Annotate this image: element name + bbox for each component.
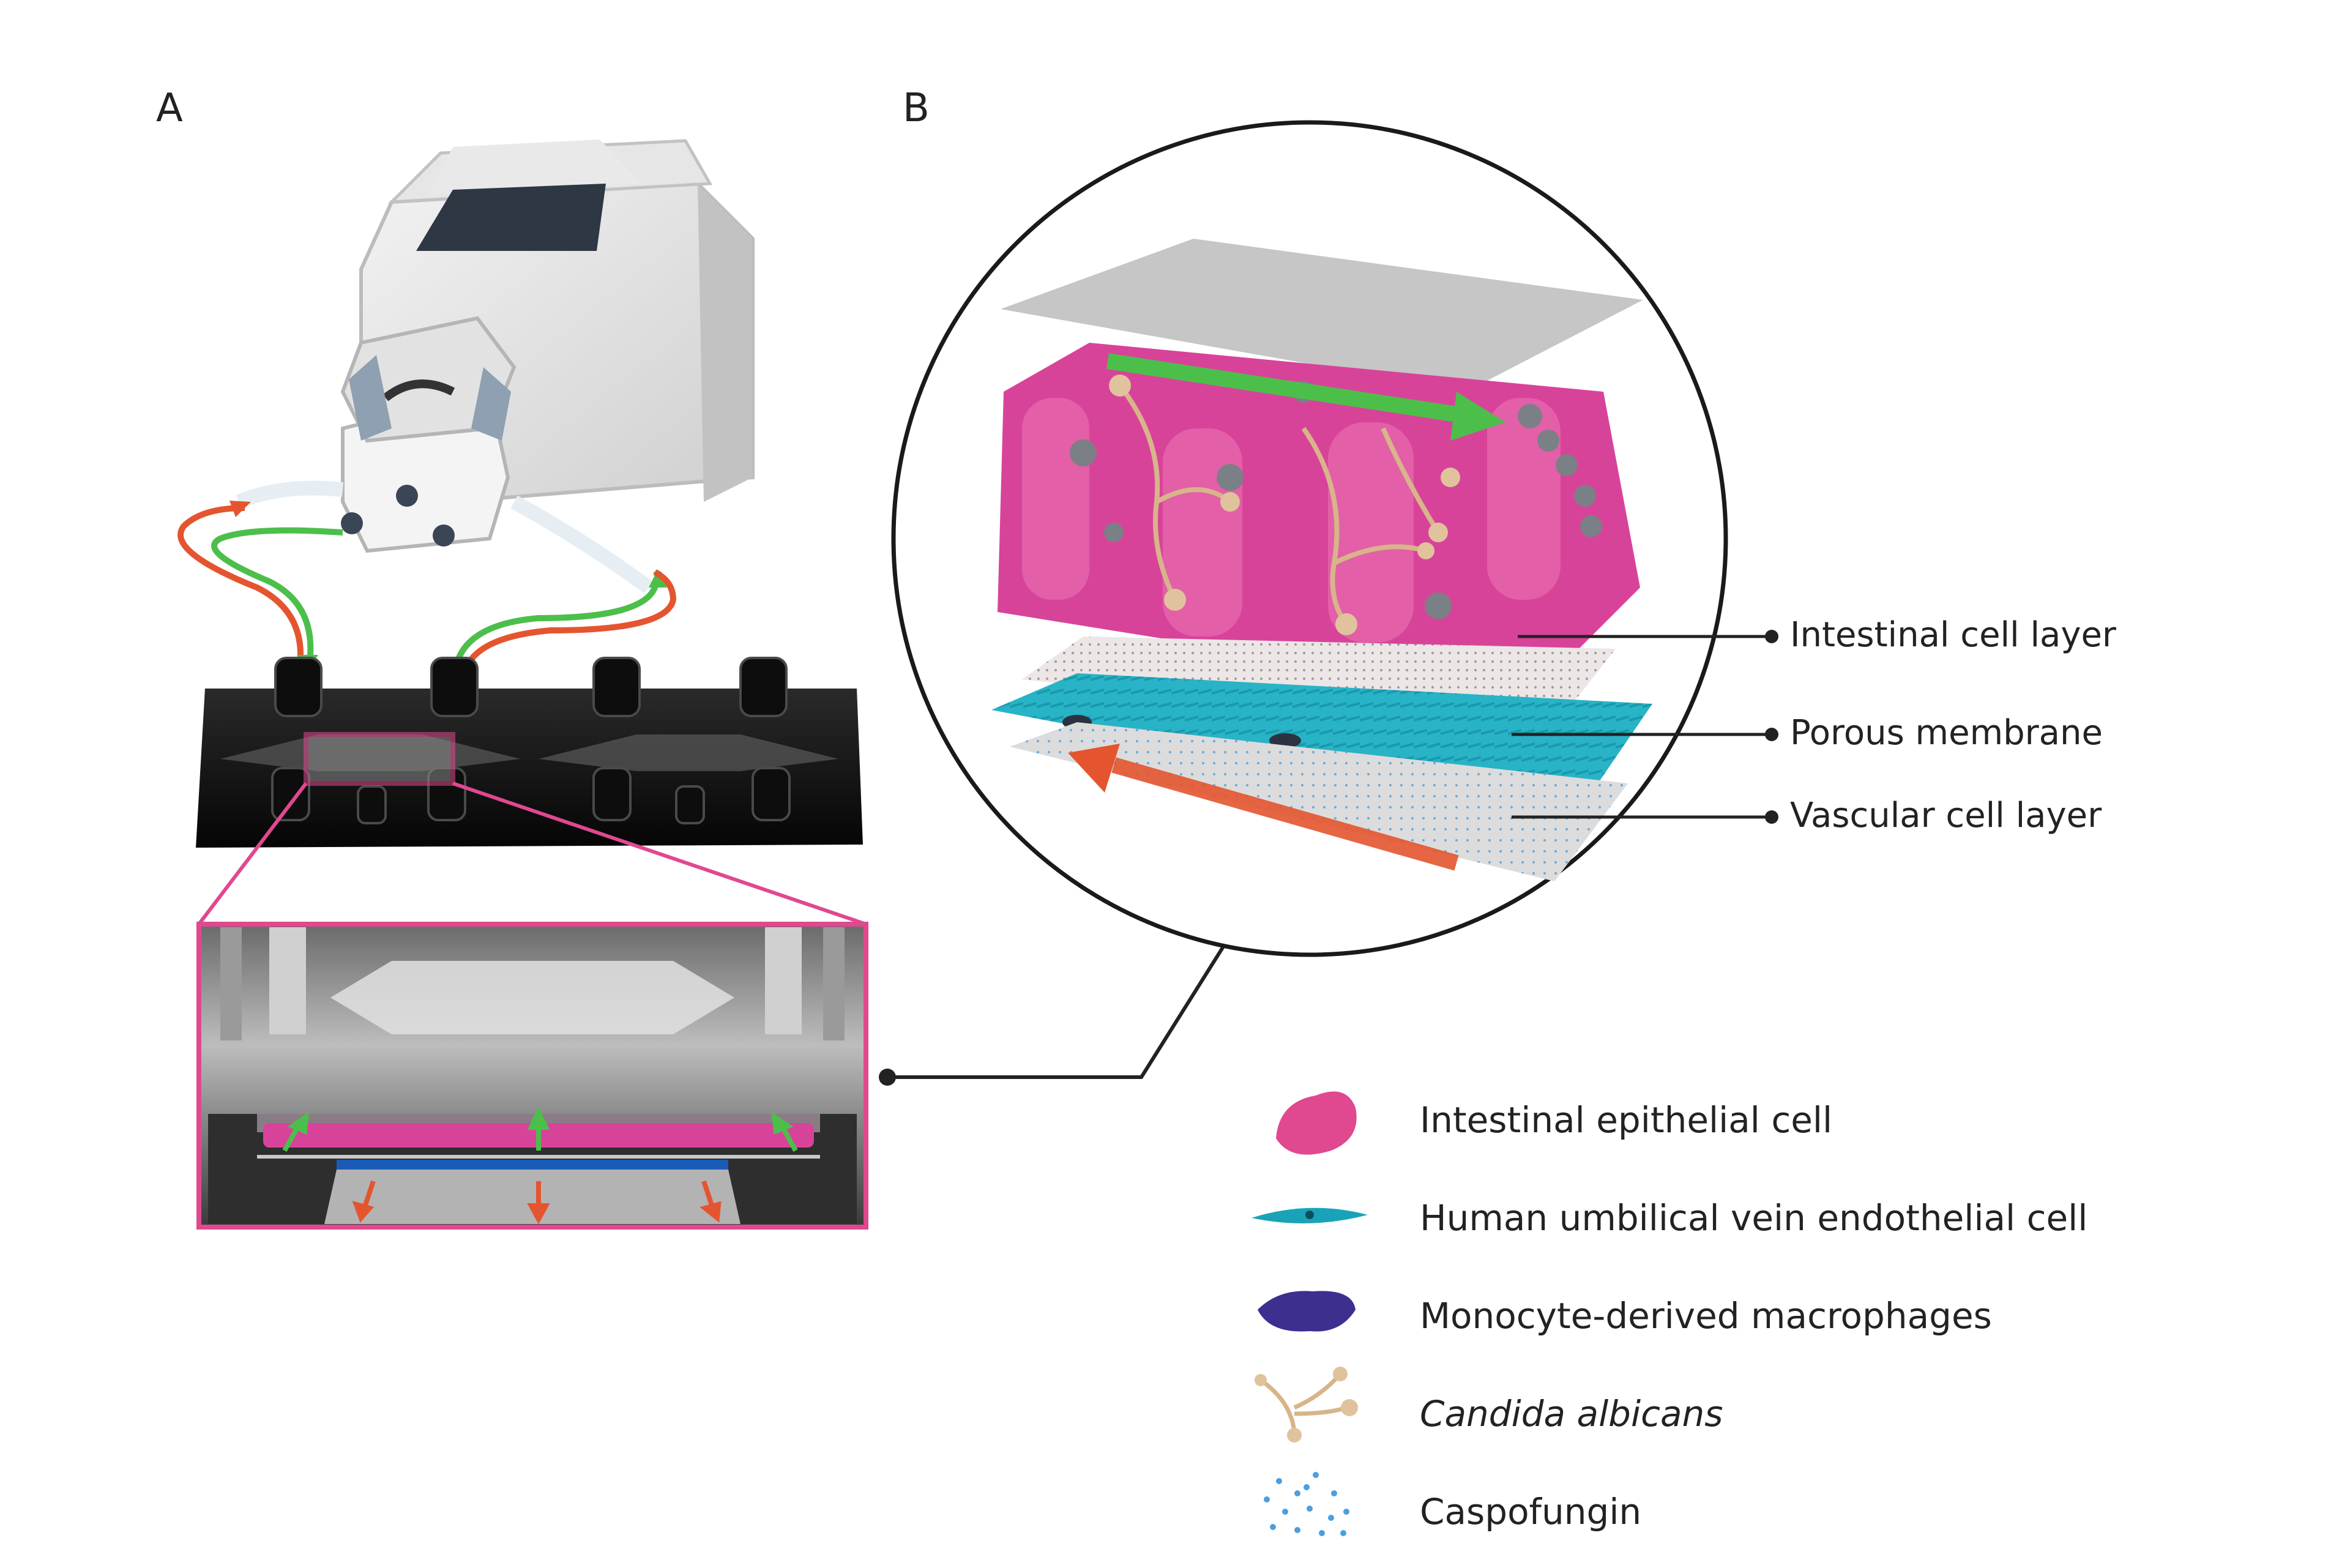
legend-item-macrophage: Monocyte-derived macrophages xyxy=(1248,1279,1992,1353)
inset-connector xyxy=(879,944,1226,1086)
legend-label: Caspofungin xyxy=(1420,1491,1642,1533)
legend-label: Monocyte-derived macrophages xyxy=(1420,1295,1992,1337)
caspofungin-icon xyxy=(1264,1472,1349,1536)
legend-label: Human umbilical vein endothelial cell xyxy=(1420,1197,2088,1239)
callout-intestinal-cell-layer: Intestinal cell layer xyxy=(1790,615,2116,655)
apical-flow-arrow xyxy=(1106,353,1505,441)
basal-flow-arrow xyxy=(1068,744,1459,871)
channel-inset xyxy=(196,922,868,1230)
peristaltic-pump xyxy=(236,139,755,594)
legend-item-endothelial: Human umbilical vein endothelial cell xyxy=(1248,1181,2087,1255)
candida-icon xyxy=(1255,1367,1358,1443)
legend-item-epithelial: Intestinal epithelial cell xyxy=(1248,1083,1832,1157)
endothelial-cell-icon xyxy=(1251,1208,1368,1223)
legend-item-candida: Candida albicans xyxy=(1248,1377,1723,1450)
panel-a-label: A xyxy=(156,86,183,131)
callout-porous-membrane: Porous membrane xyxy=(1790,713,2103,753)
pump-screen xyxy=(416,184,606,251)
callout-lines xyxy=(1512,635,1772,819)
panel-b-label: B xyxy=(903,86,930,131)
legend-label: Candida albicans xyxy=(1420,1393,1723,1435)
callout-dots xyxy=(1765,630,1778,824)
callout-vascular-cell-layer: Vascular cell layer xyxy=(1790,796,2102,835)
microfluidic-chip xyxy=(196,657,867,926)
legend-item-caspofungin: Caspofungin xyxy=(1248,1475,1641,1548)
legend-label: Intestinal epithelial cell xyxy=(1420,1099,1833,1141)
macrophage-icon xyxy=(1258,1291,1356,1332)
epithelial-cell-icon xyxy=(1276,1091,1357,1155)
layer-detail-circle xyxy=(891,120,1728,957)
